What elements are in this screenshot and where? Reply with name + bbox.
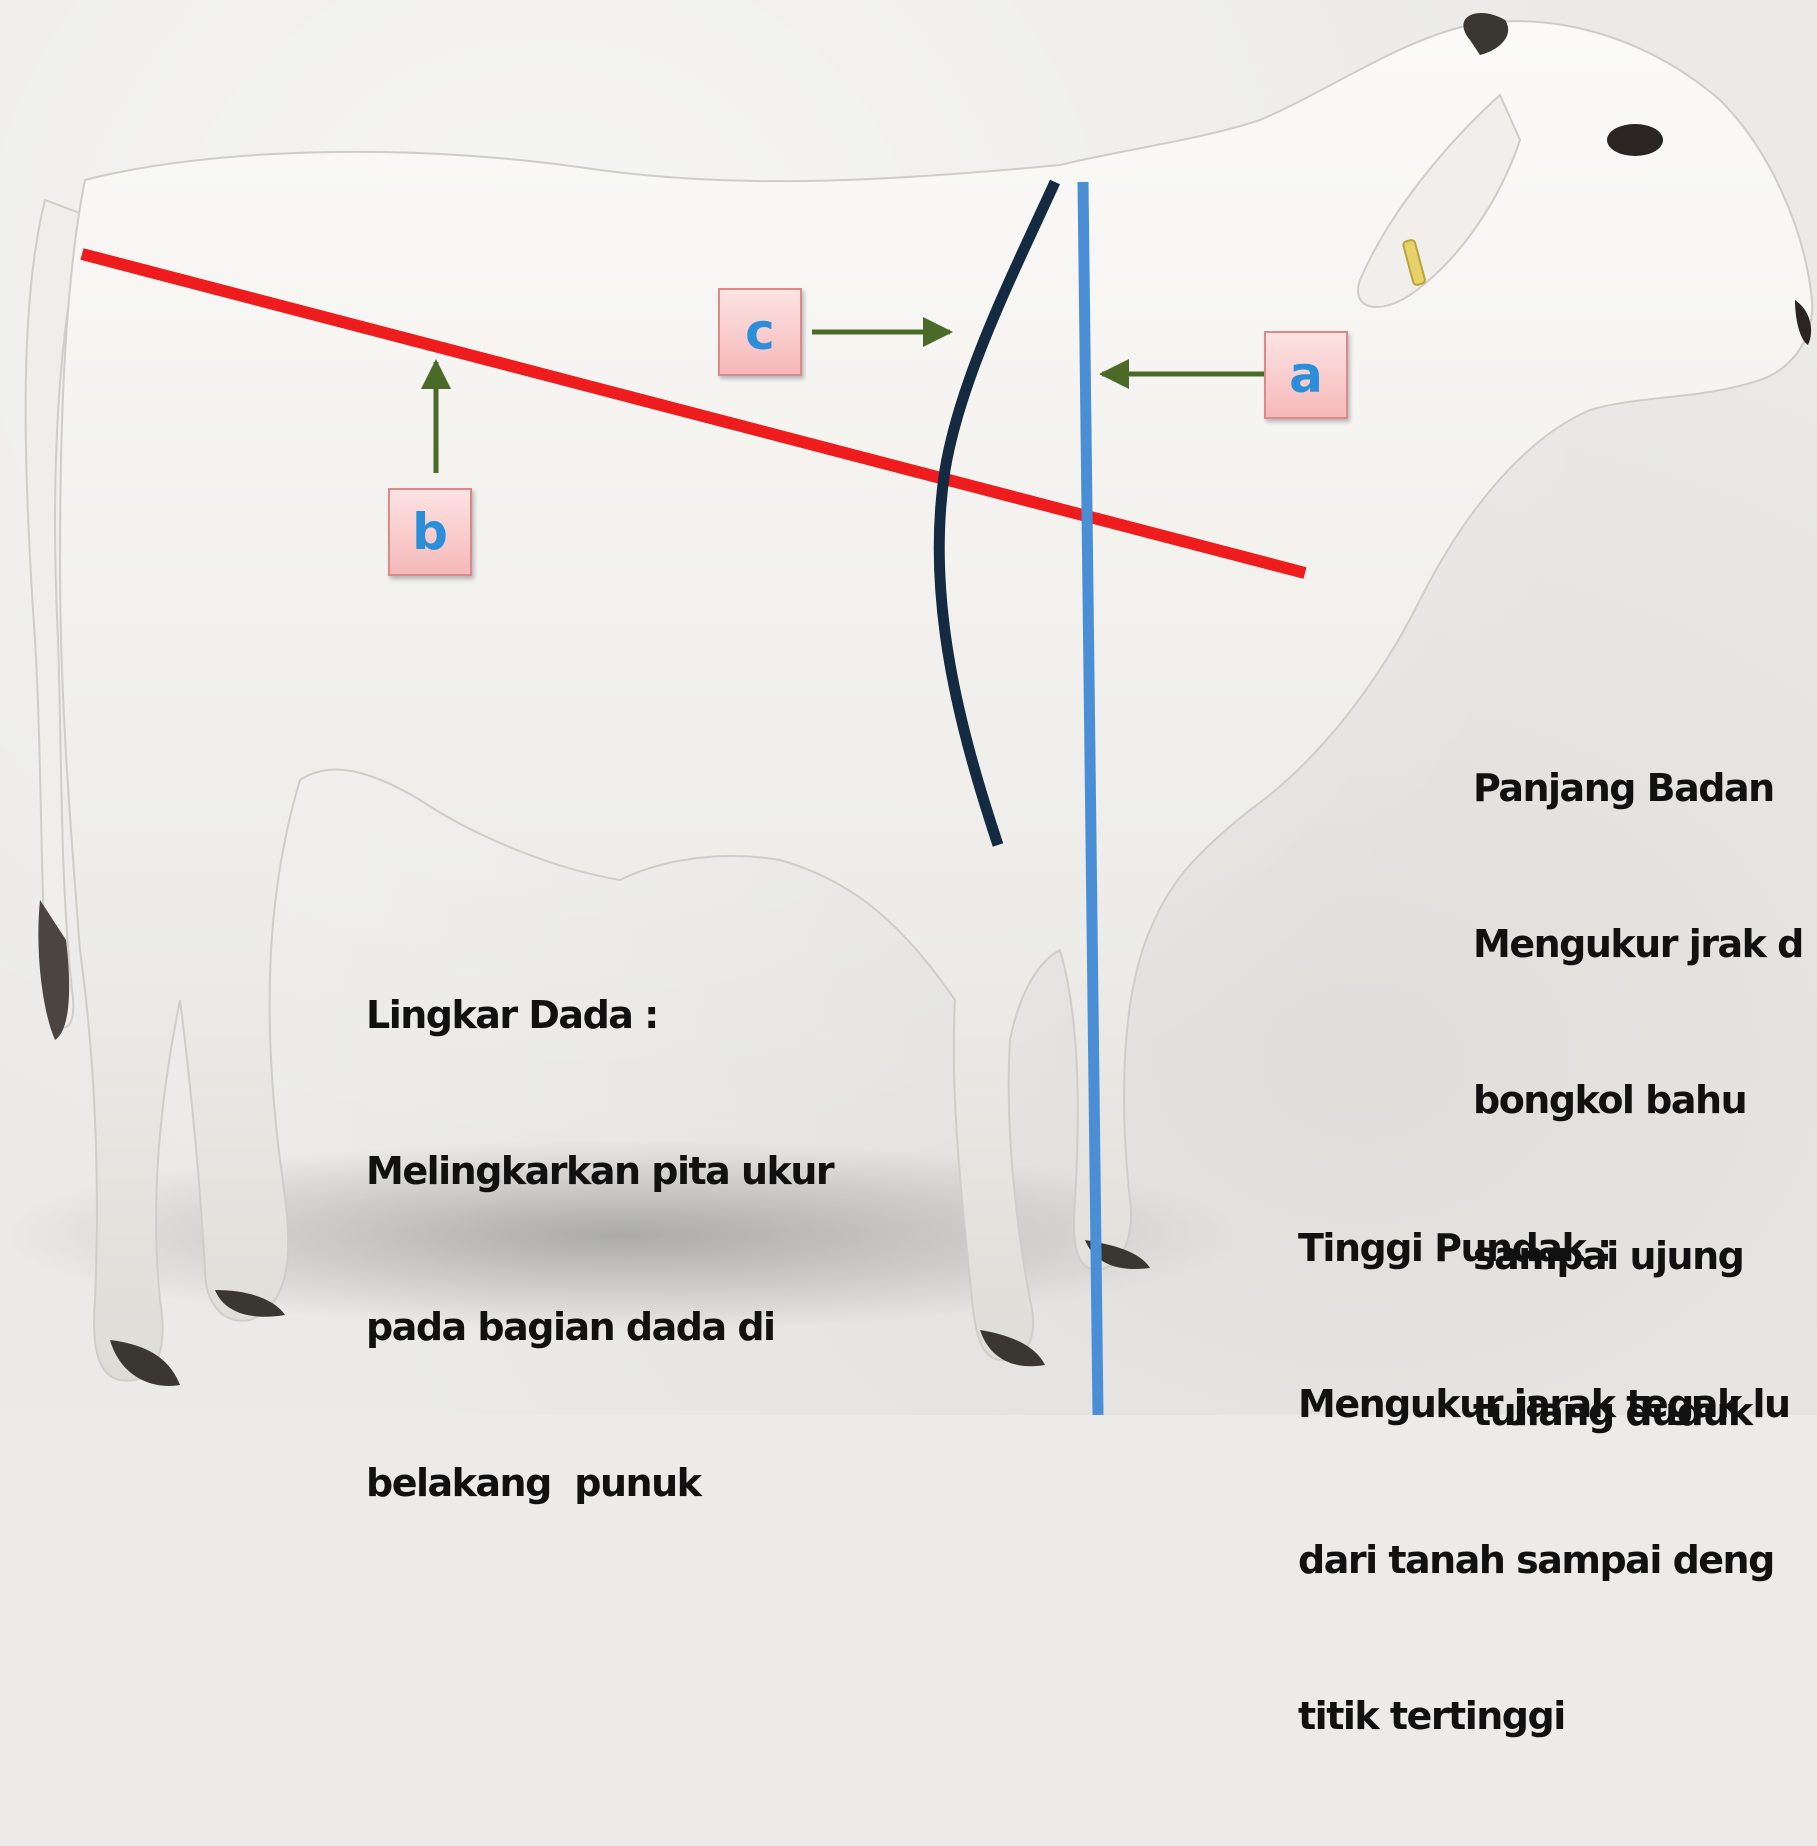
caption-panjang-badan-line: Mengukur jrak d: [1473, 918, 1817, 970]
caption-tinggi-pundak-title: Tinggi Pundak :: [1298, 1222, 1817, 1274]
caption-tinggi-pundak-line: dari tanah sampai deng: [1298, 1534, 1817, 1586]
cow-eye: [1607, 124, 1663, 156]
label-a: a: [1264, 331, 1348, 419]
caption-lingkar-dada-title: Lingkar Dada :: [366, 989, 906, 1041]
caption-panjang-badan-title: Panjang Badan: [1473, 762, 1817, 814]
caption-lingkar-dada: Lingkar Dada : Melingkarkan pita ukur pa…: [366, 885, 906, 1613]
caption-lingkar-dada-line: belakang punuk: [366, 1457, 906, 1509]
caption-lingkar-dada-line: pada bagian dada di: [366, 1301, 906, 1353]
diagram-canvas: c a b Lingkar Dada : Melingkarkan pita u…: [0, 0, 1817, 1415]
label-b: b: [388, 488, 472, 576]
caption-lingkar-dada-line: Melingkarkan pita ukur: [366, 1145, 906, 1197]
caption-tinggi-pundak-line: Mengukur jarak tegak lu: [1298, 1378, 1817, 1430]
caption-tinggi-pundak-line: titik tertinggi: [1298, 1690, 1817, 1742]
label-c: c: [718, 288, 802, 376]
caption-tinggi-pundak: Tinggi Pundak : Mengukur jarak tegak lu …: [1298, 1118, 1817, 1846]
